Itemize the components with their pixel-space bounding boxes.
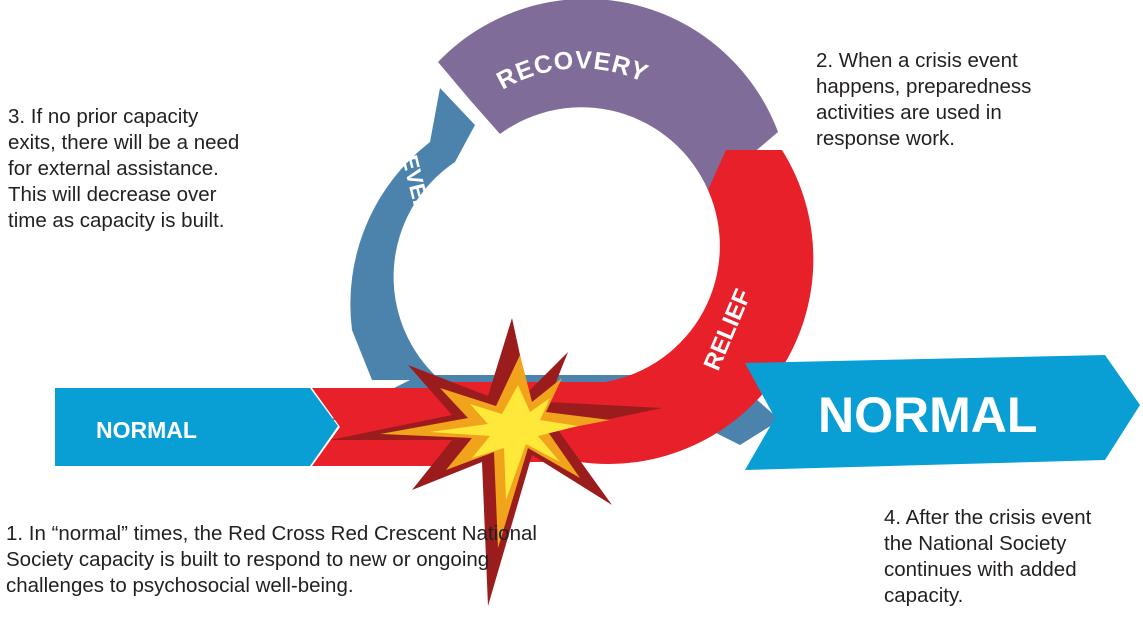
note-after-crisis: 4. After the crisis event the National S… bbox=[884, 506, 1092, 607]
crisis-burst-icon bbox=[330, 318, 662, 606]
normal-right-label: NORMAL bbox=[818, 387, 1037, 443]
normal-band-right bbox=[745, 355, 1140, 470]
note-external-assistance: 3. If no prior capacity exits, there wil… bbox=[8, 105, 240, 232]
normal-band-left bbox=[55, 388, 338, 466]
relief-arc bbox=[440, 150, 814, 464]
normal-left-label: NORMAL bbox=[96, 417, 197, 443]
note-normal-times: 1. In “normal” times, the Red Cross Red … bbox=[6, 522, 537, 597]
crisis-band bbox=[312, 388, 470, 466]
note-crisis-event: 2. When a crisis event happens, prepared… bbox=[816, 49, 1032, 150]
recovery-arc bbox=[438, 0, 778, 190]
development-arc bbox=[350, 88, 475, 380]
